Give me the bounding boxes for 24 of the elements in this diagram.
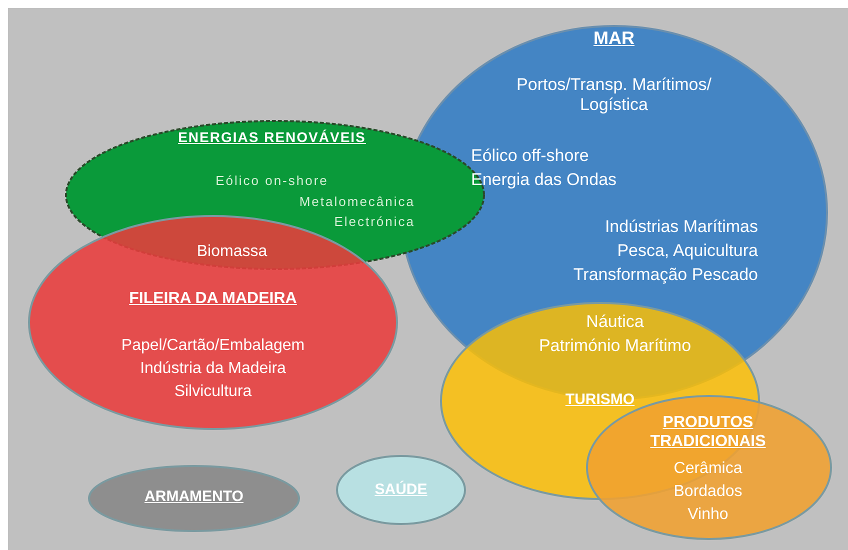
item-text: Transformação Pescado — [572, 265, 758, 286]
item-text: Cerâmica — [672, 459, 744, 478]
item-text: Silvicultura — [173, 382, 253, 402]
group-heading: ENERGIAS RENOVÁVEIS — [177, 129, 367, 146]
item-text: Pesca, Aquicultura — [616, 241, 758, 262]
group-heading: FILEIRA DA MADEIRA — [128, 289, 298, 308]
item-text: Indústria da Madeira — [139, 359, 287, 378]
item-text: Metalomecânica — [298, 194, 415, 210]
group-heading: SAÚDE — [374, 481, 428, 499]
group-heading: TURISMO — [564, 391, 636, 409]
overlap-text: Náutica — [585, 312, 645, 332]
item-text: Electrónica — [333, 214, 415, 230]
overlap-text: Património Marítimo — [538, 336, 692, 356]
group-heading: MAR — [592, 28, 636, 50]
item-text: Indústrias Marítimas — [604, 217, 758, 238]
group-heading: PRODUTOS TRADICIONAIS — [649, 413, 767, 452]
item-text: Bordados — [672, 482, 744, 502]
overlap-text: Biomassa — [196, 242, 268, 262]
item-text: Portos/Transp. Marítimos/ Logística — [516, 75, 712, 116]
item-text: Eólico on-shore — [214, 173, 330, 189]
overlap-text: Eólico off-shore — [471, 146, 590, 166]
group-heading: ARMAMENTO — [144, 488, 244, 506]
item-text: Papel/Cartão/Embalagem — [120, 336, 306, 356]
item-text: Vinho — [686, 505, 730, 524]
